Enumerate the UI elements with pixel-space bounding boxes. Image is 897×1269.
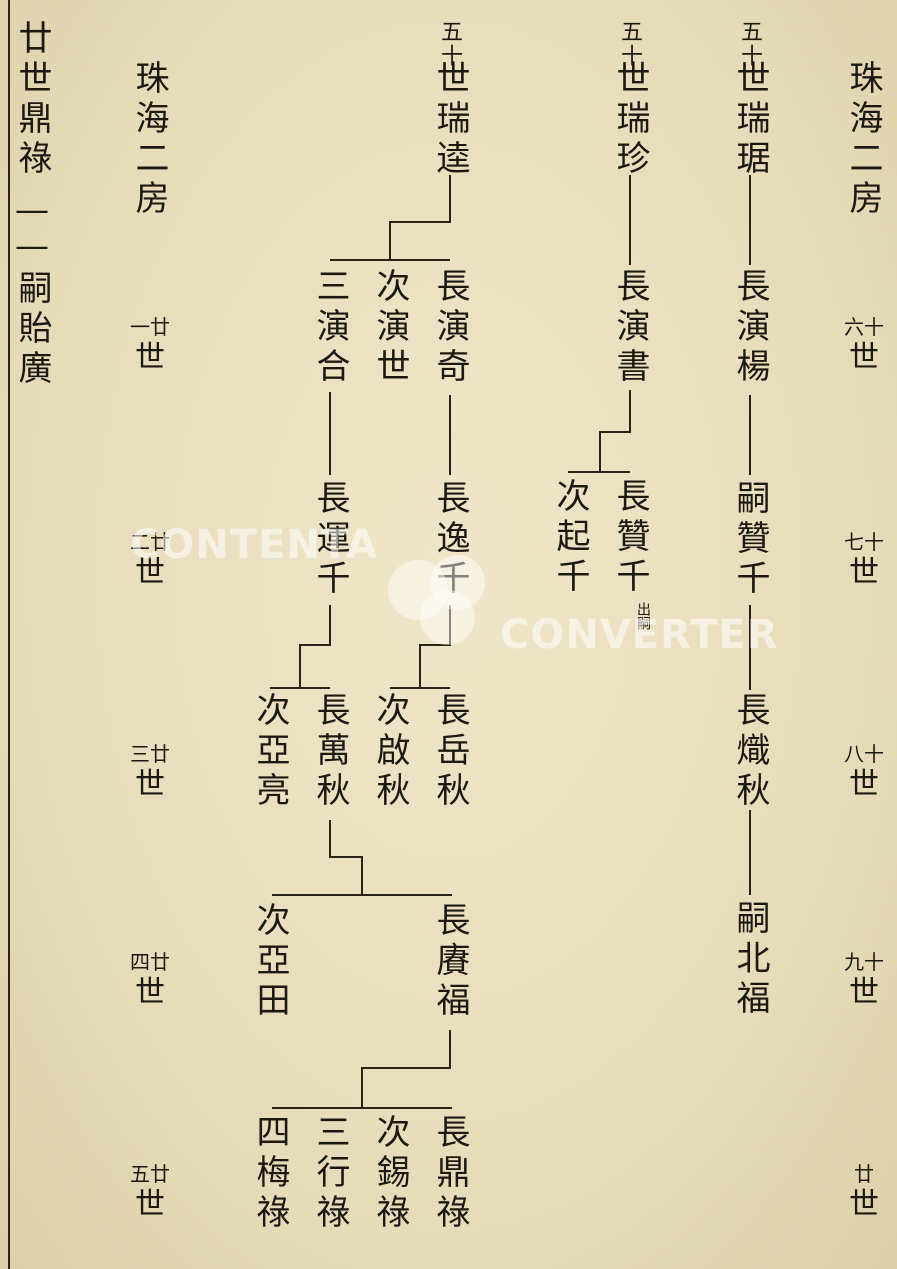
adopted-out-note: 出嗣 <box>635 602 651 630</box>
person-yanqi: 長演奇 <box>430 268 470 388</box>
person-qiqiu: 次啟秋 <box>370 692 410 812</box>
col1-head-generation: 五十 <box>737 20 762 68</box>
person-yueqiu: 長岳秋 <box>430 692 470 812</box>
person-yanhe: 三演合 <box>310 268 350 388</box>
generation-marker-21: 一廿世 <box>130 315 170 375</box>
person-dinglu: 長鼎祿 <box>430 1114 470 1234</box>
person-qiqian: 次起千 <box>550 478 590 598</box>
person-chiqiu: 長熾秋 <box>730 692 770 812</box>
watermark-circle <box>388 560 448 620</box>
col2-head-name: 世瑞珍 <box>610 60 650 180</box>
watermark-text-right: CONVERTER <box>500 612 779 658</box>
person-yanshu: 長演書 <box>610 268 650 388</box>
branch-title-right: 珠海二房 <box>843 60 883 220</box>
person-xilu: 次錫祿 <box>370 1114 410 1234</box>
watermark-text-left: CONTENTA <box>130 522 379 568</box>
generation-marker-20: 廿世 <box>849 1162 879 1222</box>
generation-marker-23: 三廿世 <box>130 742 170 802</box>
generation-marker-17: 七十世 <box>844 530 884 590</box>
col3-head-generation: 五十 <box>437 20 462 68</box>
person-wanqiu: 長萬秋 <box>310 692 350 812</box>
person-zanqian-eldest: 長贊千 <box>610 478 650 598</box>
person-meilu: 四梅祿 <box>250 1114 290 1234</box>
generation-marker-22: 二廿世 <box>130 530 170 590</box>
person-yatian: 次亞田 <box>250 902 290 1022</box>
person-yunqian: 長運千 <box>310 480 350 600</box>
margin-entry-line2: 嗣貽廣 <box>12 270 52 390</box>
person-yiqian: 長逸千 <box>430 480 470 600</box>
col3-head-name: 世瑞逵 <box>430 60 470 180</box>
person-yanshi: 次演世 <box>370 268 410 388</box>
person-zanqian: 嗣贊千 <box>730 480 770 600</box>
branch-title-left: 珠海二房 <box>129 60 169 220</box>
generation-marker-18: 八十世 <box>844 742 884 802</box>
margin-entry-line1: 廿世鼎祿 <box>12 20 52 180</box>
generation-marker-25: 五廿世 <box>130 1162 170 1222</box>
margin-dash: —— <box>12 190 52 262</box>
watermark-circle <box>430 555 485 610</box>
page-border-line <box>8 0 10 1269</box>
person-yaliang: 次亞亮 <box>250 692 290 812</box>
col1-head-name: 世瑞琚 <box>730 60 770 180</box>
person-beifu: 嗣北福 <box>730 900 770 1020</box>
generation-marker-16: 六十世 <box>844 315 884 375</box>
person-gengfu: 長賡福 <box>430 902 470 1022</box>
person-yanyang: 長演楊 <box>730 268 770 388</box>
person-xinglu: 三行祿 <box>310 1114 350 1234</box>
col2-head-generation: 五十 <box>617 20 642 68</box>
watermark-circle <box>420 590 475 645</box>
generation-marker-24: 四廿世 <box>130 950 170 1010</box>
generation-marker-19: 九十世 <box>844 950 884 1010</box>
